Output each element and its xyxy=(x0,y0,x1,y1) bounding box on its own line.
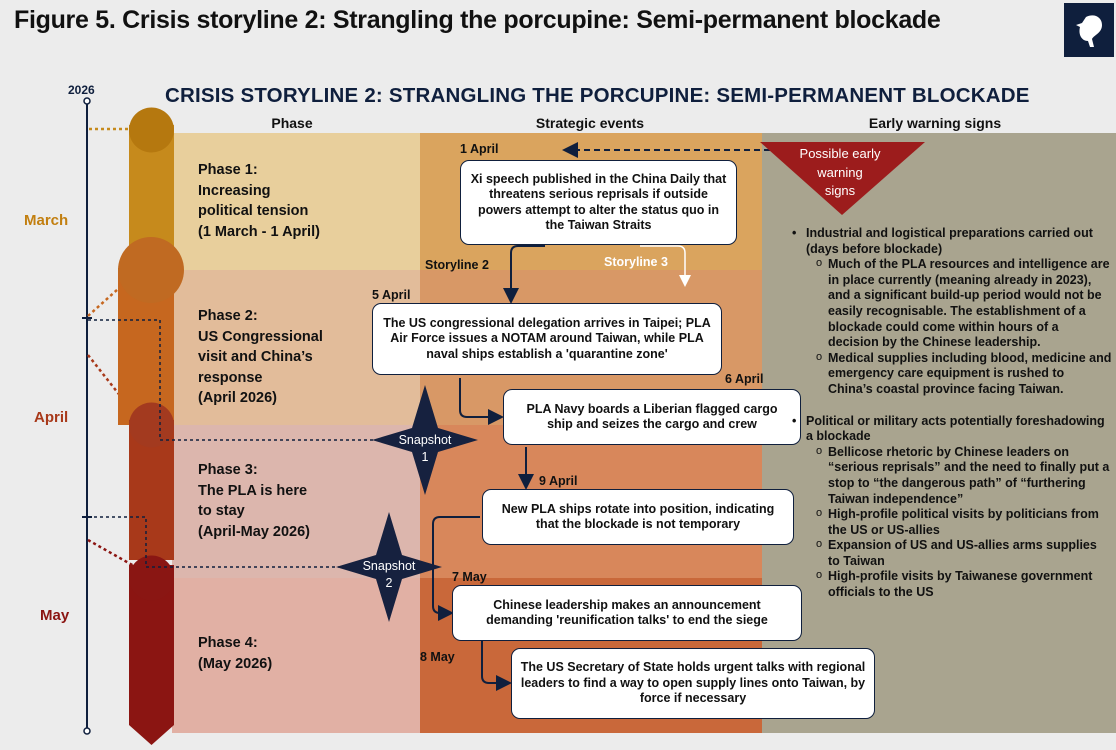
column-header-events: Strategic events xyxy=(535,115,645,131)
warning-sub-1-2: Medical supplies including blood, medici… xyxy=(816,350,1112,398)
warning-item-1: Industrial and logistical preparations c… xyxy=(792,226,1112,257)
month-april: April xyxy=(34,409,69,426)
phase-bars xyxy=(118,107,184,745)
event-box-7-may: Chinese leadership makes an announcement… xyxy=(452,585,802,641)
event-box-9-april: New PLA ships rotate into position, indi… xyxy=(482,489,794,545)
date-5-april: 5 April xyxy=(372,288,411,302)
month-may: May xyxy=(40,607,70,624)
warning-item-2: Political or military acts potentially f… xyxy=(792,414,1112,445)
logo xyxy=(1064,3,1114,57)
date-9-april: 9 April xyxy=(539,474,578,488)
warning-sub-2-1: Bellicose rhetoric by Chinese leaders on… xyxy=(816,444,1112,507)
event-box-8-may: The US Secretary of State holds urgent t… xyxy=(511,648,875,719)
date-6-april: 6 April xyxy=(725,372,764,386)
warning-sub-1-1: Much of the PLA resources and intelligen… xyxy=(816,256,1112,351)
figure-title: Figure 5. Crisis storyline 2: Strangling… xyxy=(14,6,941,34)
storyline-2-label: Storyline 2 xyxy=(425,258,489,272)
warning-list: Industrial and logistical preparations c… xyxy=(792,226,1112,601)
warning-sub-2-3: Expansion of US and US-allies arms suppl… xyxy=(816,537,1112,569)
warning-sub-2-4: High-profile visits by Taiwanese governm… xyxy=(816,568,1112,600)
phase-band-4 xyxy=(172,578,420,733)
phase-4-label: Phase 4:(May 2026) xyxy=(198,635,273,672)
month-march: March xyxy=(24,212,69,229)
date-1-april: 1 April xyxy=(460,142,499,156)
date-7-may: 7 May xyxy=(452,570,487,584)
event-box-1-april: Xi speech published in the China Daily t… xyxy=(460,160,737,245)
date-8-may: 8 May xyxy=(420,650,455,664)
phase-band-1 xyxy=(172,133,420,270)
storyline-3-label: Storyline 3 xyxy=(604,255,668,269)
warning-sub-2-2: High-profile political visits by politic… xyxy=(816,506,1112,538)
column-header-warning: Early warning signs xyxy=(868,115,1002,131)
event-box-5-april: The US congressional delegation arrives … xyxy=(372,303,722,375)
main-title: CRISIS STORYLINE 2: STRANGLING THE PORCU… xyxy=(165,84,1030,107)
column-header-phase: Phase xyxy=(271,115,313,131)
timeline-year: 2026 xyxy=(68,83,95,97)
event-box-6-april: PLA Navy boards a Liberian flagged cargo… xyxy=(503,389,801,445)
